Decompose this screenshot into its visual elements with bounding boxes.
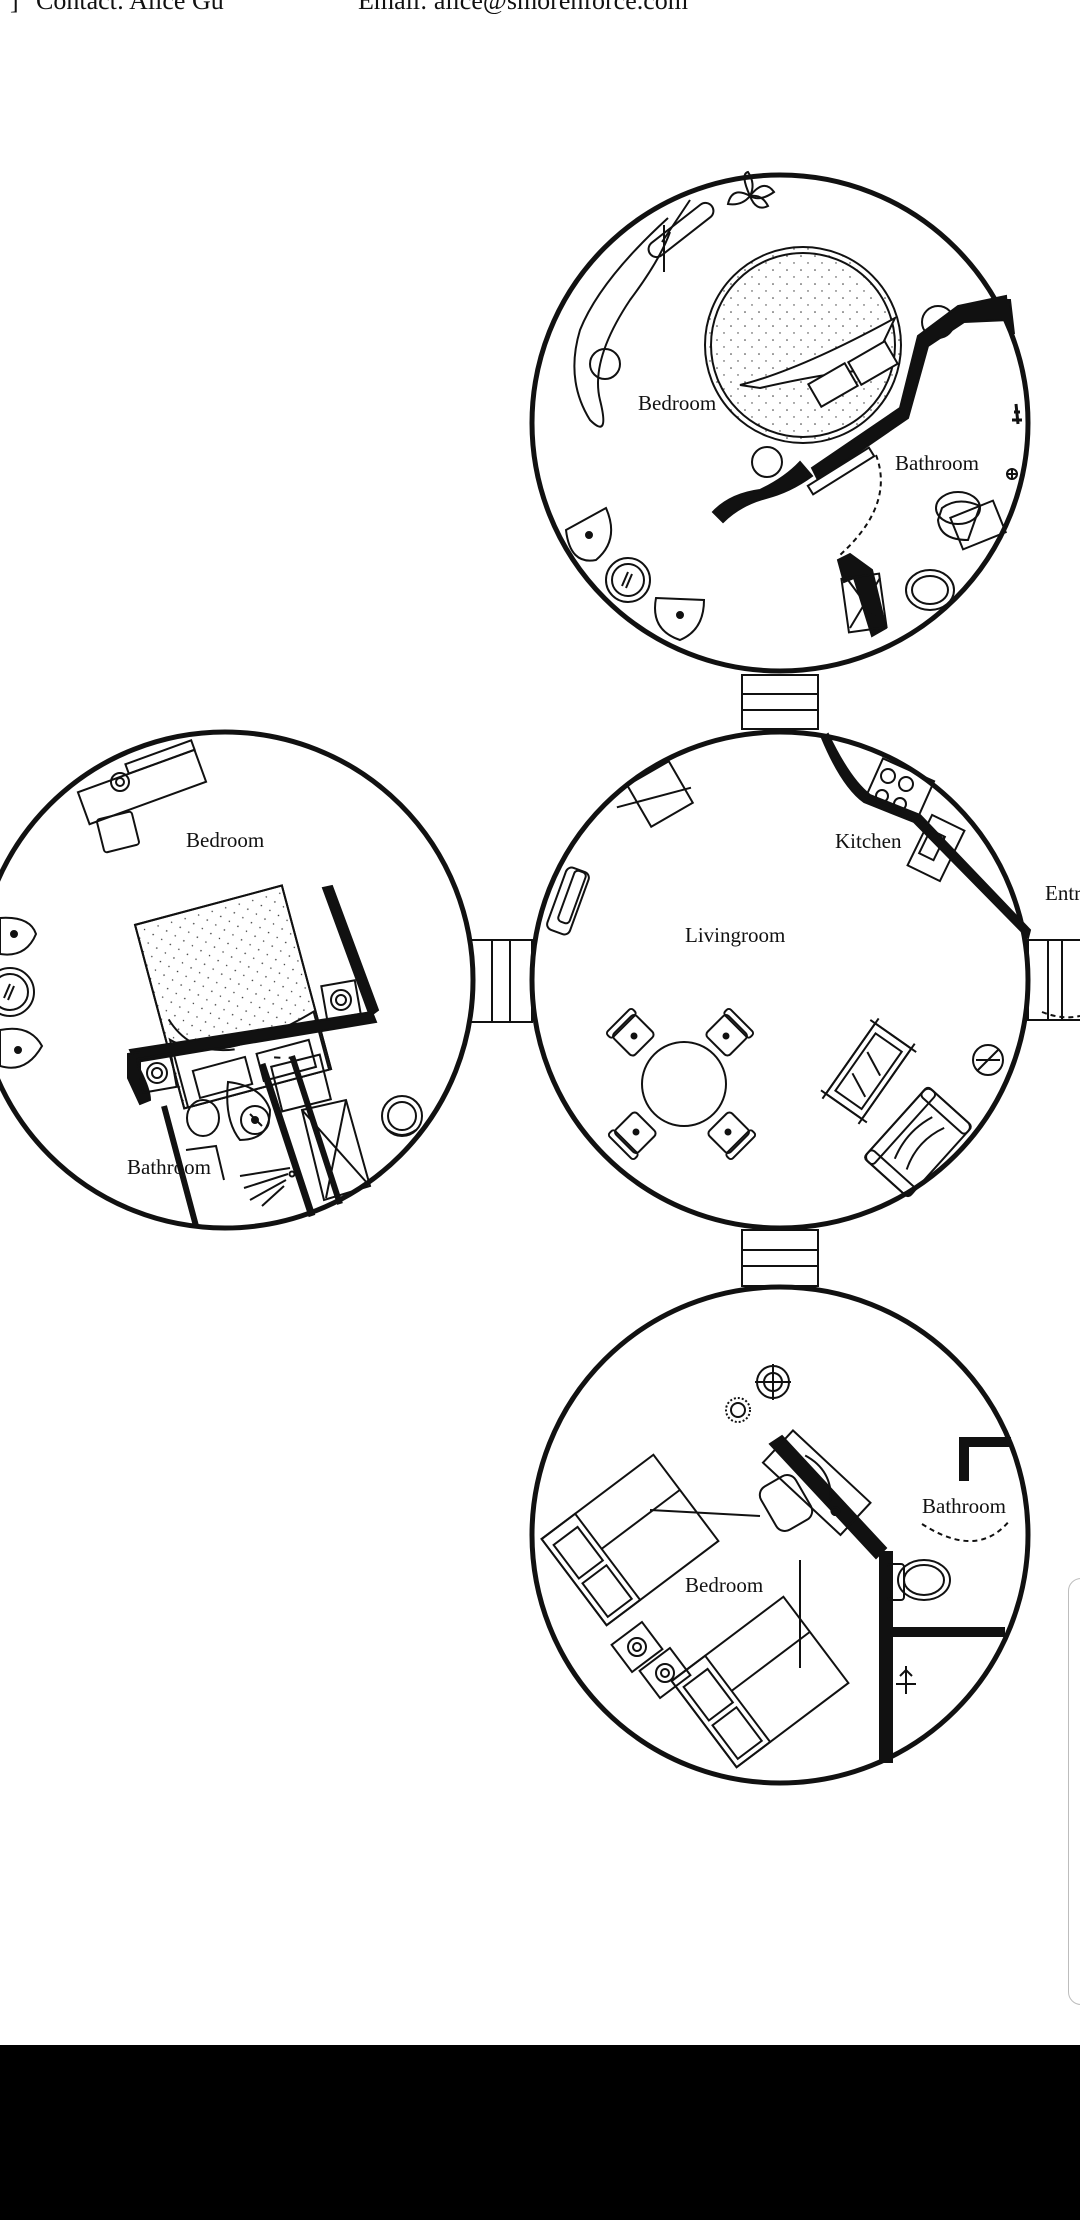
label-bottom-bedroom: Bedroom bbox=[685, 1573, 763, 1597]
label-livingroom: Livingroom bbox=[685, 923, 785, 947]
top-dome-furniture bbox=[564, 170, 1022, 642]
connector-bottom bbox=[741, 1229, 819, 1287]
connector-right bbox=[1027, 939, 1080, 1021]
label-top-bathroom: Bathroom bbox=[895, 451, 979, 475]
label-entry: Entr bbox=[1045, 881, 1080, 905]
label-bottom-bathroom: Bathroom bbox=[922, 1494, 1006, 1518]
email-text: Email: alice@smorenforce.com bbox=[358, 0, 688, 14]
connector-left bbox=[469, 939, 533, 1023]
bottom-dome-furniture bbox=[540, 1364, 1011, 1769]
header-strip: ] Contact: Alice Gu Email: alice@smorenf… bbox=[0, 0, 1080, 14]
connector-top bbox=[741, 674, 819, 730]
floor-plan: Bedroom Bathroom bbox=[0, 170, 1080, 1786]
scrollbar-handle[interactable] bbox=[1068, 1578, 1080, 2005]
dome-center bbox=[529, 729, 1031, 1231]
label-left-bathroom: Bathroom bbox=[127, 1155, 211, 1179]
navigation-bar bbox=[0, 2045, 1080, 2220]
label-left-bedroom: Bedroom bbox=[186, 828, 264, 852]
header-marker: ] bbox=[10, 0, 19, 14]
center-dome-furniture bbox=[546, 732, 1080, 1198]
label-kitchen: Kitchen bbox=[835, 829, 902, 853]
contact-text: Contact: Alice Gu bbox=[36, 0, 224, 14]
dome-bottom bbox=[529, 1284, 1031, 1786]
label-top-bedroom: Bedroom bbox=[638, 391, 716, 415]
left-dome-furniture bbox=[0, 739, 423, 1227]
